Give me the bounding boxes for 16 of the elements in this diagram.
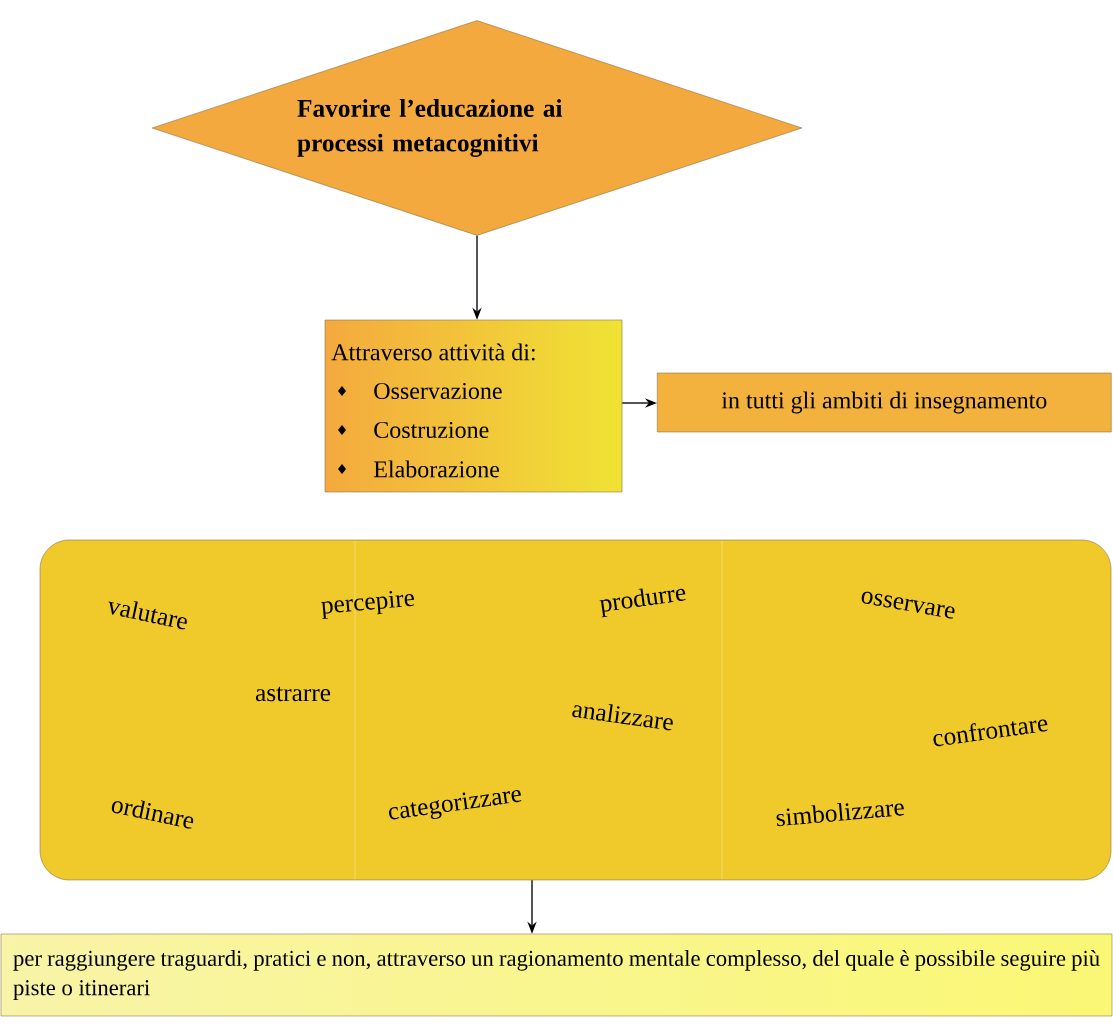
- word: produrre: [599, 588, 686, 618]
- word: confrontare: [933, 719, 1048, 747]
- list-item: Costruzione: [374, 421, 489, 439]
- box-heading: Attraverso attività di:: [331, 343, 535, 361]
- word: ordinare: [111, 800, 194, 829]
- word: simbolizzare: [776, 802, 904, 827]
- word: astrarre: [255, 686, 331, 702]
- text-box: per raggiungere traguardi, pratici e non, attraverso un ragionamento mentale complesso, del quale è possibile seguire più piste o itinerari: [0, 933, 1113, 1017]
- word: percepire: [321, 590, 415, 620]
- list-item: Elaborazione: [373, 460, 500, 478]
- list-item: Osservazione: [374, 382, 502, 400]
- word: analizzare: [572, 704, 673, 731]
- word: valutare: [108, 600, 187, 630]
- process-box: in tutti gli ambiti di insegnamento: [657, 372, 1112, 433]
- word: osservare: [861, 591, 955, 619]
- word: categorizzare: [389, 790, 522, 820]
